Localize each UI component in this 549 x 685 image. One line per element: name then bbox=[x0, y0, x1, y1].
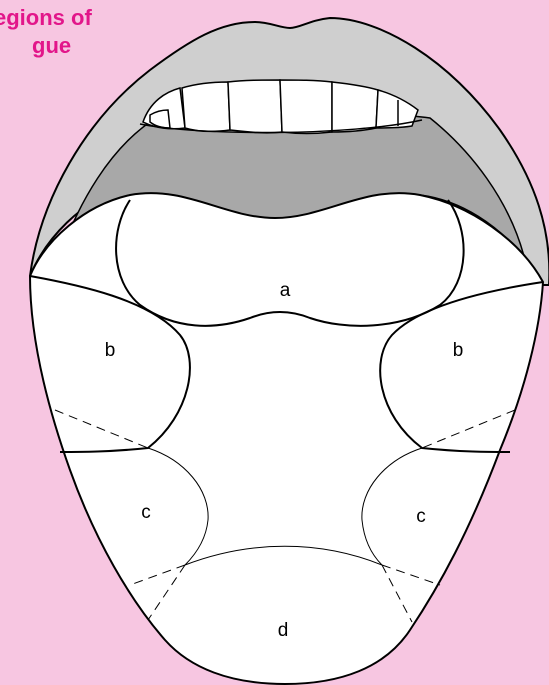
region-label-d: d bbox=[278, 620, 289, 641]
region-label-a: a bbox=[280, 280, 291, 301]
region-label-c-right: c bbox=[416, 506, 426, 527]
region-label-c-left: c bbox=[141, 502, 151, 523]
region-label-b-left: b bbox=[105, 340, 116, 361]
region-label-b-right: b bbox=[453, 340, 464, 361]
tongue-body bbox=[30, 193, 543, 684]
